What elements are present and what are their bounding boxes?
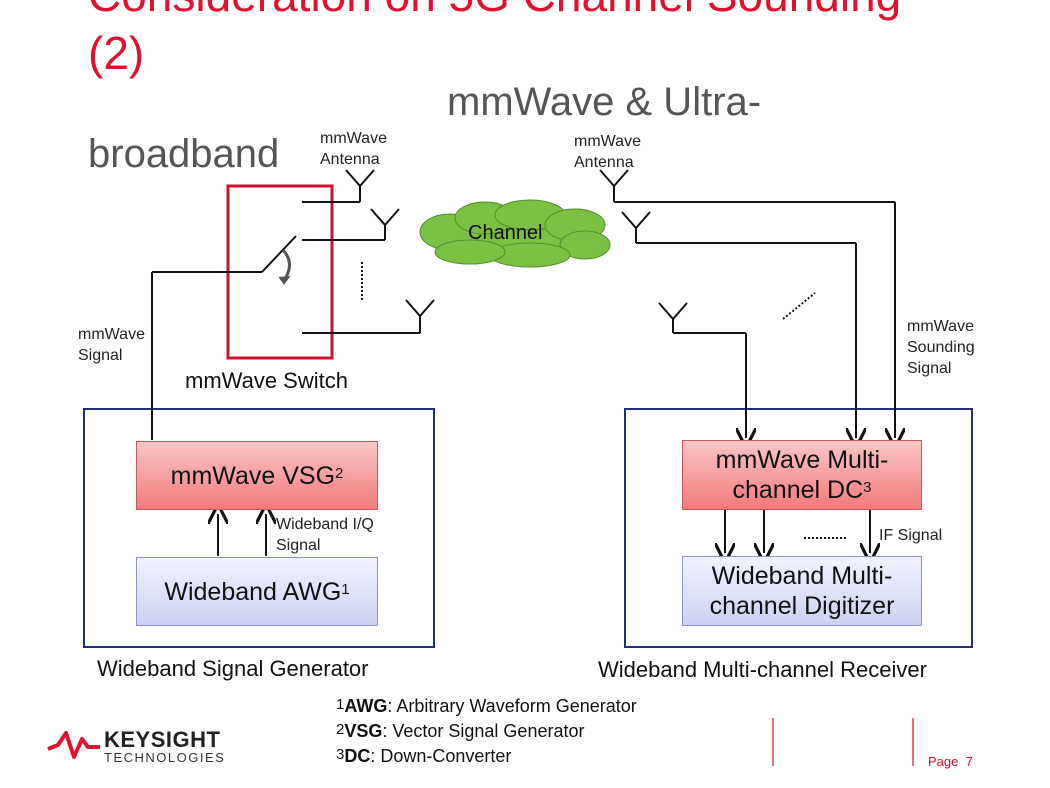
mmwave-signal-label: mmWave Signal bbox=[78, 324, 145, 366]
iq-signal-label: Wideband I/Q Signal bbox=[276, 514, 374, 556]
switch-blade bbox=[261, 235, 297, 273]
receiver-label: Wideband Multi-channel Receiver bbox=[598, 657, 927, 682]
iq-label-line2: Signal bbox=[276, 537, 321, 554]
page-number: 7 bbox=[965, 754, 973, 769]
rx-antenna-label: mmWave Antenna bbox=[574, 131, 641, 173]
rx-antenna-2 bbox=[621, 211, 651, 230]
tx-antenna-label: mmWave Antenna bbox=[320, 128, 387, 170]
footnote-1-abbr: AWG bbox=[344, 696, 388, 716]
vsg-block: mmWave VSG2 bbox=[136, 441, 378, 510]
logo-tagline: TECHNOLOGIES bbox=[104, 750, 226, 765]
footnote-2: 2VSG: Vector Signal Generator bbox=[336, 719, 637, 744]
digitizer-label-line1: Wideband Multi- bbox=[711, 562, 893, 590]
tx-antenna-1 bbox=[345, 169, 375, 188]
awg-label: Wideband AWG bbox=[164, 577, 342, 606]
vsg-label: mmWave VSG bbox=[170, 461, 336, 490]
tx-antenna-2 bbox=[370, 208, 400, 227]
tx-antenna-label-line1: mmWave bbox=[320, 130, 387, 147]
generator-frame bbox=[83, 408, 435, 648]
mmwave-signal-line2: Signal bbox=[78, 347, 123, 364]
tx-antenna-3 bbox=[405, 299, 435, 318]
dc-block: mmWave Multi- channel DC3 bbox=[682, 440, 922, 510]
page-label: Page bbox=[928, 754, 959, 769]
iq-label-line1: Wideband I/Q bbox=[276, 516, 374, 533]
logo-name: KEYSIGHT bbox=[104, 727, 221, 752]
sounding-signal-line1: mmWave bbox=[907, 318, 974, 335]
vsg-sup: 2 bbox=[335, 464, 344, 482]
page-indicator: Page 7 bbox=[928, 754, 973, 769]
dc-label-line2: channel DC bbox=[732, 476, 864, 504]
footnote-1: 1AWG: Arbitrary Waveform Generator bbox=[336, 694, 637, 719]
footnote-3-text: : Down-Converter bbox=[370, 746, 512, 766]
mmwave-signal-line1: mmWave bbox=[78, 326, 145, 343]
footnote-2-abbr: VSG bbox=[344, 721, 383, 741]
awg-block: Wideband AWG1 bbox=[136, 557, 378, 626]
title-line-1: Consideration on 5G Channel Sounding bbox=[88, 0, 988, 24]
channel-cloud bbox=[419, 199, 611, 268]
footnote-1-num: 1 bbox=[336, 696, 345, 713]
footnotes: 1AWG: Arbitrary Waveform Generator 2VSG:… bbox=[336, 694, 637, 769]
slide-title: Consideration on 5G Channel Sounding (2) bbox=[88, 0, 988, 82]
footnote-1-text: : Arbitrary Waveform Generator bbox=[387, 696, 637, 716]
sounding-signal-line2: Sounding bbox=[907, 339, 975, 356]
switch-label: mmWave Switch bbox=[185, 368, 348, 393]
keysight-wave-icon bbox=[47, 731, 100, 759]
if-signal-label: IF Signal bbox=[879, 527, 943, 544]
generator-label: Wideband Signal Generator bbox=[97, 656, 369, 681]
sounding-signal-line3: Signal bbox=[907, 360, 952, 377]
rx-antenna-label-line2: Antenna bbox=[574, 154, 634, 171]
footnote-2-num: 2 bbox=[336, 721, 345, 738]
sounding-signal-label: mmWave Sounding Signal bbox=[907, 316, 975, 379]
digitizer-label-line2: channel Digitizer bbox=[709, 592, 895, 620]
title-line-2: (2) bbox=[88, 27, 145, 79]
receiver-frame bbox=[624, 408, 973, 648]
subtitle-part-1: mmWave & Ultra- bbox=[447, 80, 762, 124]
footnote-2-text: : Vector Signal Generator bbox=[382, 721, 585, 741]
digitizer-block: Wideband Multi- channel Digitizer bbox=[682, 556, 922, 626]
footnote-3-abbr: DC bbox=[344, 746, 371, 766]
rx-antenna-label-line1: mmWave bbox=[574, 133, 641, 150]
footnote-3: 3DC: Down-Converter bbox=[336, 744, 637, 769]
dc-label-line1: mmWave Multi- bbox=[715, 446, 889, 474]
tx-antenna-label-line2: Antenna bbox=[320, 151, 380, 168]
rx-dots bbox=[782, 292, 816, 320]
footnote-3-num: 3 bbox=[336, 746, 345, 763]
dc-sup: 3 bbox=[863, 479, 872, 496]
awg-sup: 1 bbox=[341, 580, 350, 598]
subtitle-part-2: broadband bbox=[88, 132, 280, 176]
channel-label: Channel bbox=[468, 222, 543, 244]
rx-antenna-3 bbox=[658, 302, 688, 321]
